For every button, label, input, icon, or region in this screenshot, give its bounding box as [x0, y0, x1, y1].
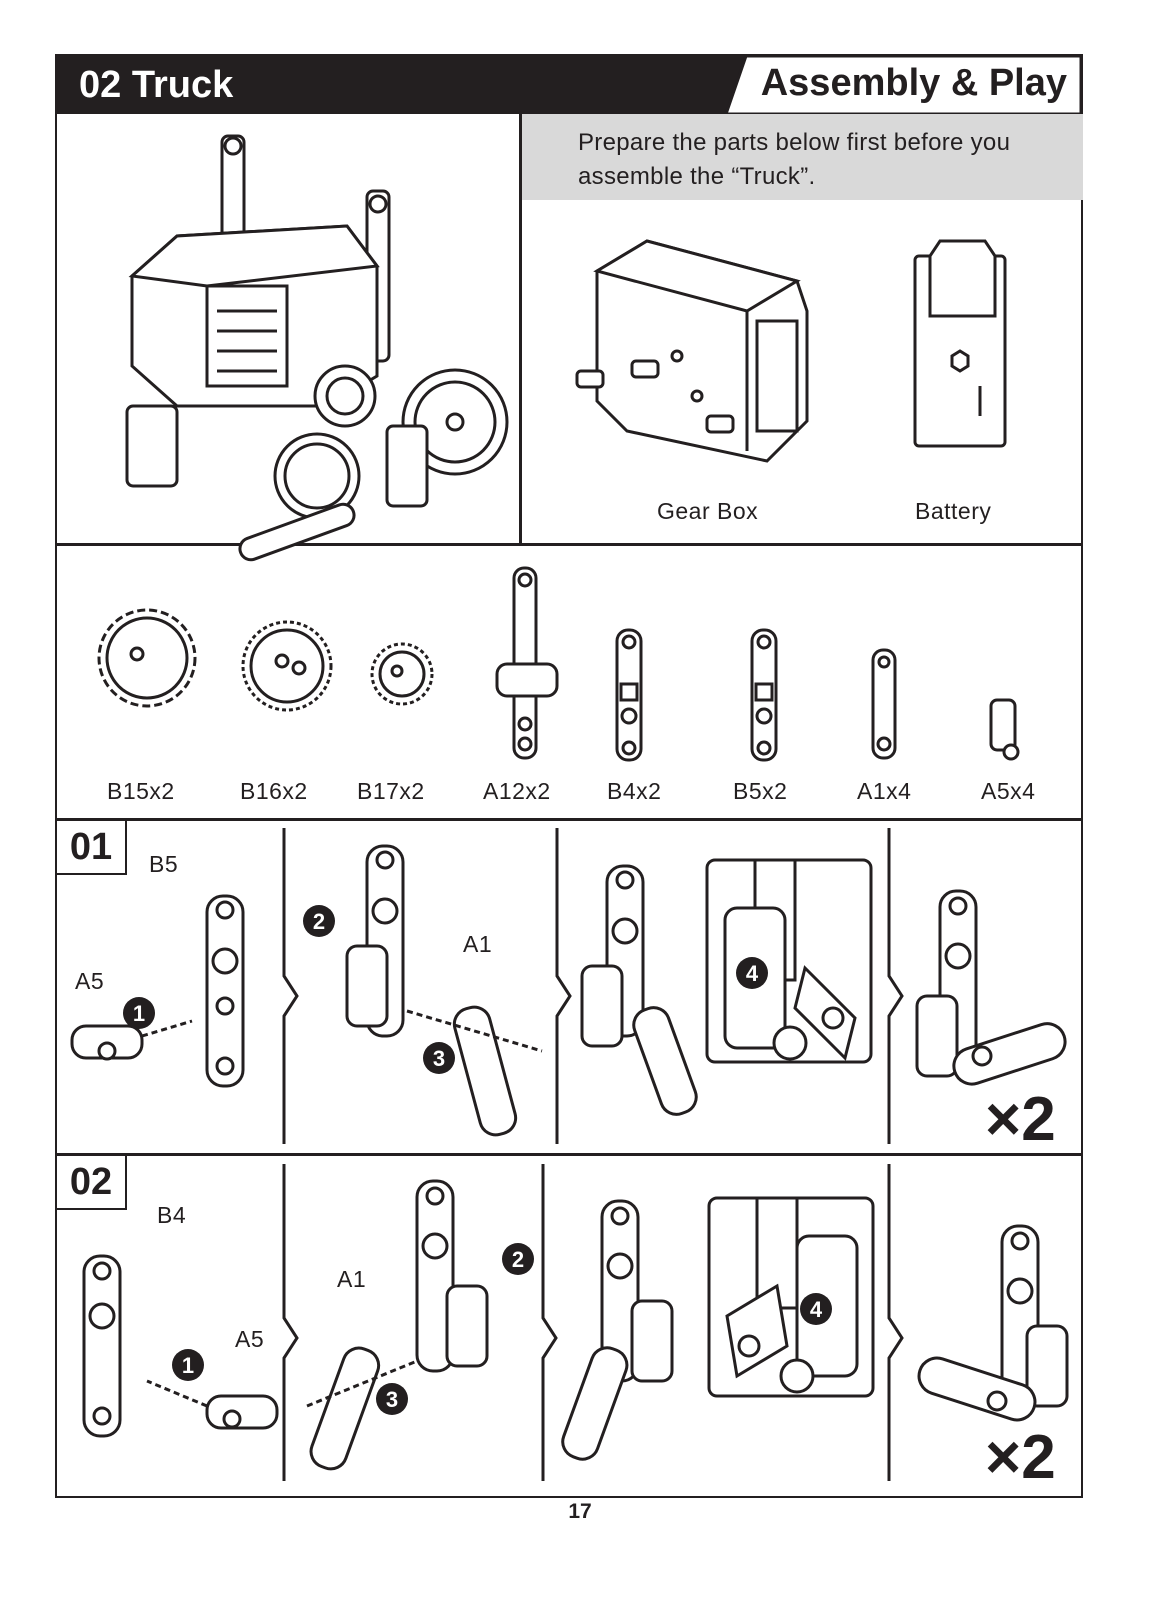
- intro-text: Prepare the parts below first before you…: [578, 129, 1011, 190]
- step-02-b4-a5-illustration: [82, 1254, 279, 1438]
- step-01-panel-dividers: [282, 828, 904, 1144]
- svg-text:1: 1: [182, 1353, 194, 1378]
- part-b5-beam-icon: [750, 628, 778, 762]
- part-callout: B5: [149, 851, 179, 877]
- step-badge-3: 3: [376, 1383, 408, 1415]
- divider: [57, 543, 1081, 546]
- part-a5-connector-icon: [989, 698, 1020, 761]
- intro-panel: Prepare the parts below first before you…: [522, 114, 1083, 200]
- part-label: B17x2: [357, 778, 425, 804]
- step-badge-3: 3: [423, 1042, 455, 1074]
- page-title: 02 Truck: [79, 64, 234, 106]
- part-label: A12x2: [483, 778, 551, 804]
- step-badge-1: 1: [123, 997, 155, 1029]
- part-b17-gear-icon: [370, 642, 434, 706]
- step-02-zoom-detail: [707, 1196, 875, 1398]
- part-label-battery: Battery: [915, 498, 992, 524]
- svg-text:4: 4: [746, 961, 759, 986]
- part-callout: A1: [337, 1266, 367, 1292]
- step-01-result-illustration: [915, 889, 1067, 1086]
- part-callout: B4: [157, 1202, 187, 1228]
- step-01-a5-b5-illustration: [70, 894, 245, 1088]
- step-badge-4: 4: [800, 1293, 832, 1325]
- step-02-panel-dividers: [282, 1164, 904, 1481]
- svg-text:2: 2: [313, 909, 325, 934]
- part-label: B4x2: [607, 778, 662, 804]
- step-number: 01: [55, 819, 127, 875]
- part-b15-gear-icon: [97, 608, 197, 708]
- part-label-gear-box: Gear Box: [657, 498, 759, 524]
- part-a12-beam-icon: [495, 566, 559, 760]
- page-number: 17: [568, 1500, 592, 1523]
- part-label: B15x2: [107, 778, 175, 804]
- divider: [519, 114, 522, 546]
- part-label: B16x2: [240, 778, 308, 804]
- step-01-join-illustration: [580, 864, 698, 1116]
- page-header: 02 Truck Assembly & Play: [57, 54, 1083, 116]
- svg-text:4: 4: [810, 1297, 823, 1322]
- battery-illustration: [913, 239, 1007, 448]
- step-02-result-illustration: [917, 1224, 1069, 1422]
- part-callout: A5: [235, 1326, 265, 1352]
- part-callout: A5: [75, 968, 105, 994]
- step-badge-2: 2: [502, 1243, 534, 1275]
- part-label: A1x4: [857, 778, 912, 804]
- multiplier: ×2: [985, 1085, 1056, 1154]
- part-b4-beam-icon: [615, 628, 643, 762]
- svg-text:3: 3: [433, 1046, 445, 1071]
- svg-text:1: 1: [133, 1001, 145, 1026]
- gear-box-illustration: [575, 239, 809, 463]
- section-title: Assembly & Play: [760, 62, 1067, 104]
- step-badge-4: 4: [736, 957, 768, 989]
- divider: [57, 1153, 1081, 1156]
- step-badge-2: 2: [303, 905, 335, 937]
- step-02-a1-illustration: [306, 1179, 489, 1471]
- divider: [57, 818, 1081, 821]
- instruction-page-frame: 02 Truck Assembly & Play Prepare the par…: [55, 54, 1083, 1498]
- part-b16-gear-icon: [241, 620, 333, 712]
- step-01-a1-illustration: [345, 844, 543, 1137]
- part-a1-link-icon: [871, 648, 897, 760]
- svg-text:2: 2: [512, 1247, 524, 1272]
- step-badge-1: 1: [172, 1349, 204, 1381]
- part-callout: A1: [463, 931, 493, 957]
- svg-text:3: 3: [386, 1387, 398, 1412]
- truck-illustration: [125, 134, 509, 562]
- multiplier: ×2: [985, 1423, 1056, 1492]
- part-label: B5x2: [733, 778, 788, 804]
- step-number: 02: [55, 1154, 127, 1210]
- part-label: A5x4: [981, 778, 1036, 804]
- step-02-join-illustration: [561, 1199, 674, 1461]
